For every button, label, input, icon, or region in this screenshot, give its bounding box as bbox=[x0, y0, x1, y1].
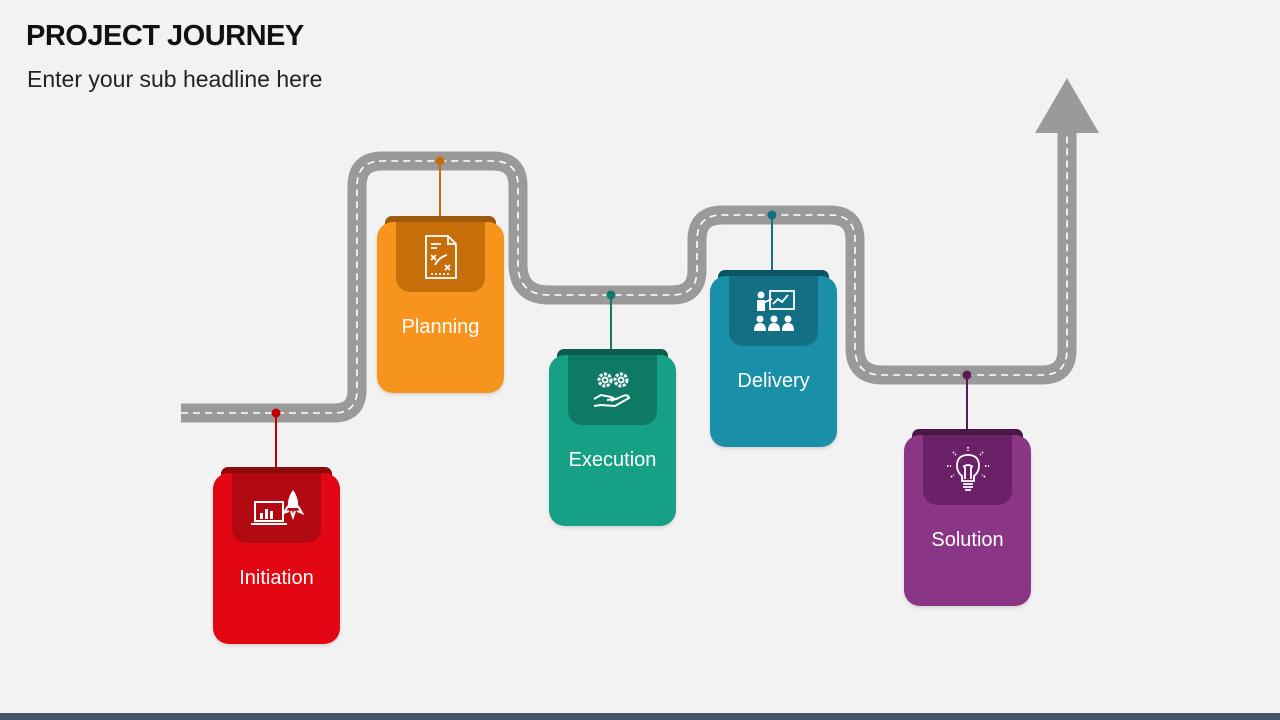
stage-label: Solution bbox=[931, 529, 1004, 551]
footer-bar bbox=[0, 713, 1280, 720]
stage-label: Delivery bbox=[737, 370, 810, 392]
slide-subtitle: Enter your sub headline here bbox=[27, 66, 323, 92]
connector-execution bbox=[606, 290, 616, 350]
road bbox=[181, 130, 1077, 423]
connector-planning bbox=[435, 156, 445, 217]
card-body: Solution bbox=[904, 435, 1031, 606]
card-body: Delivery bbox=[710, 276, 837, 447]
strategy-plan-icon bbox=[396, 222, 485, 292]
arrow-head-icon bbox=[1035, 78, 1099, 133]
laptop-rocket-icon bbox=[232, 473, 321, 543]
gears-hand-icon bbox=[568, 355, 657, 425]
lightbulb-icon bbox=[923, 435, 1012, 505]
stage-label: Planning bbox=[401, 316, 480, 338]
connector-delivery bbox=[767, 210, 777, 271]
presentation-audience-icon bbox=[729, 276, 818, 346]
slide-title: PROJECT JOURNEY bbox=[26, 20, 304, 52]
connector-initiation bbox=[271, 408, 281, 468]
card-body: Execution bbox=[549, 355, 676, 526]
stage-label: Initiation bbox=[239, 567, 314, 589]
card-body: Planning bbox=[377, 222, 504, 393]
connector-solution bbox=[962, 370, 972, 430]
card-body: Initiation bbox=[213, 473, 340, 644]
stage-label: Execution bbox=[568, 449, 657, 471]
